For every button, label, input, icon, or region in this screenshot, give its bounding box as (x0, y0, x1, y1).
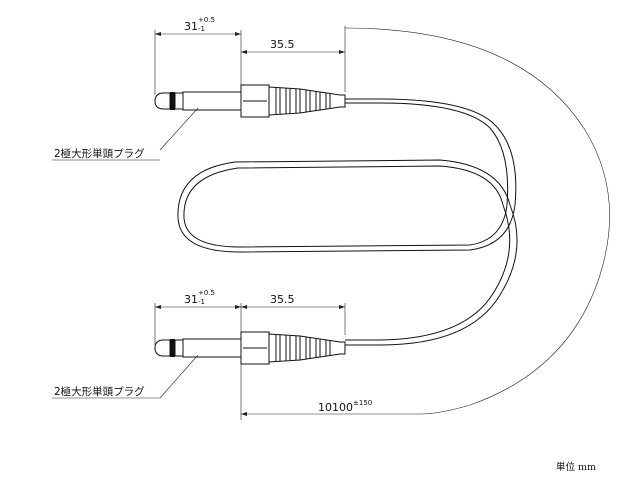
cable-length-dimension: 10100 ±150 (318, 399, 372, 414)
strain-relief-ribs (275, 88, 331, 114)
top-dim-31-value: 31 (184, 20, 198, 33)
plug-sleeve (182, 338, 242, 358)
top-dim-arrow (155, 32, 161, 36)
plug-insulator-ring (170, 92, 175, 110)
cable-length-tolerance: ±150 (353, 399, 372, 407)
unit-label: 単位 mm (556, 461, 596, 473)
cable-inner-1 (239, 102, 509, 248)
cable-loop-outer (177, 159, 511, 253)
plug-sleeve (182, 91, 242, 111)
top-dim-35-value: 35.5 (270, 38, 295, 51)
plug-tip (154, 92, 171, 110)
bottom-plug-label: 2極大形単頭プラグ (54, 385, 145, 398)
top-plug-label: 2極大形単頭プラグ (54, 147, 145, 160)
plug-ring (174, 92, 184, 110)
top-dim-arrow (339, 50, 345, 54)
cable-length-value: 10100 (318, 401, 353, 414)
top-leader-line (159, 107, 199, 151)
bottom-dim-31-value: 31 (184, 293, 198, 306)
length-dimension-arc (344, 27, 610, 415)
plug-ring (174, 339, 184, 357)
length-dim-arrow (241, 412, 247, 416)
bottom-dim-35-value: 35.5 (270, 293, 295, 306)
top-dimension-31: 31 +0.5 -1 (184, 16, 215, 33)
cable-outer-2 (345, 204, 518, 346)
cable-loop-inner (183, 165, 504, 248)
top-plug (52, 30, 346, 161)
bottom-plug (52, 303, 346, 420)
bottom-dim-31-tol-lower: -1 (198, 298, 205, 306)
strain-relief-ribs (275, 335, 331, 361)
top-dim-31-tol-upper: +0.5 (198, 16, 215, 24)
cable-outer-1 (239, 98, 517, 253)
plug-tip (154, 339, 171, 357)
top-dim-31-tol-lower: -1 (198, 25, 205, 33)
bottom-dimension-31: 31 +0.5 -1 (184, 289, 215, 306)
bottom-leader-line (159, 354, 199, 399)
cable (177, 98, 518, 346)
top-dim-arrow (235, 32, 241, 36)
bottom-dim-31-tol-upper: +0.5 (198, 289, 215, 297)
cable-inner-2 (345, 204, 511, 341)
top-dim-arrow (241, 50, 247, 54)
plug-insulator-ring (170, 339, 175, 357)
